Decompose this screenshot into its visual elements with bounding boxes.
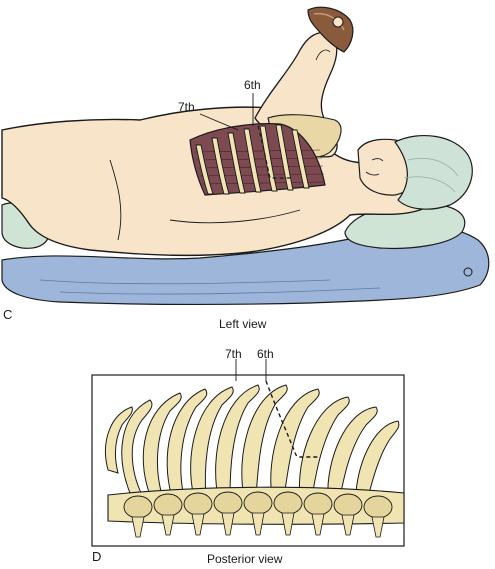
rib-label-6th: 6th — [244, 78, 261, 92]
rib-label-7th: 7th — [178, 100, 195, 114]
panel-d-posterior-view: 7th 6th D Posterior view — [0, 345, 495, 569]
incision-line-posterior — [265, 380, 318, 458]
panel-letter-d: D — [92, 549, 102, 564]
patient-lateral-illustration — [1, 6, 490, 305]
vertebral-column — [107, 486, 405, 538]
rib-label-6th-posterior: 6th — [257, 347, 274, 361]
rib-label-7th-posterior: 7th — [225, 347, 242, 361]
posterior-ribs — [105, 384, 400, 498]
hand — [332, 16, 344, 28]
leader-7th — [199, 113, 239, 131]
view-caption-posterior: Posterior view — [207, 552, 283, 566]
lateral-ribs — [195, 124, 310, 195]
panel-letter-c: C — [3, 307, 13, 322]
panel-c-left-view: 6th 7th C Left view — [1, 6, 490, 331]
view-caption-left: Left view — [219, 317, 267, 331]
posterior-ribcage-illustration — [91, 359, 405, 547]
surgical-cap — [394, 135, 473, 210]
incision-line — [257, 125, 290, 179]
mattress-button — [463, 267, 473, 277]
